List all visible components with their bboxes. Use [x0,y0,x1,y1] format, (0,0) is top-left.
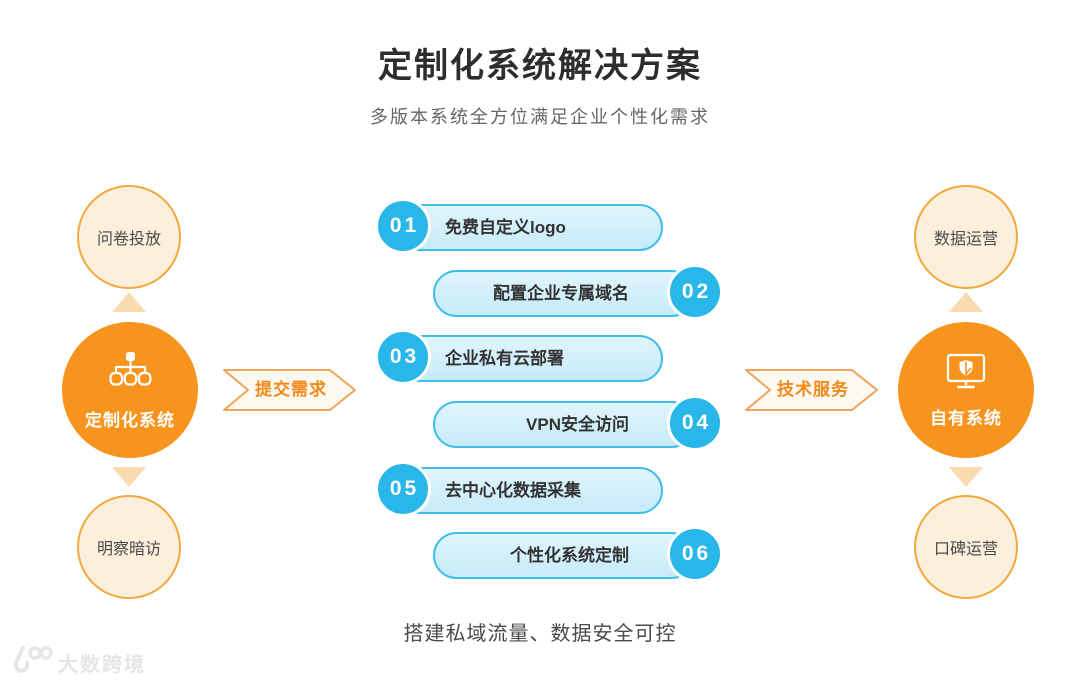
feature-label: 配置企业专属域名 [493,284,629,303]
feature-num-badge: 05 [375,461,431,517]
right-top-bubble: 数据运营 [914,185,1018,289]
left-bottom-bubble: 明察暗访 [77,495,181,599]
feature-pill-03: 03 企业私有云部署 [375,329,663,385]
left-top-bubble: 问卷投放 [77,185,181,289]
feature-num-badge: 01 [375,198,431,254]
feature-pill-05: 05 去中心化数据采集 [375,461,663,517]
left-main-bubble: 定制化系统 [62,322,198,458]
monitor-shield-icon [943,351,989,398]
left-arrow-up-icon [112,292,146,312]
feature-num-badge: 02 [667,264,723,320]
feature-pill-06: 06 个性化系统定制 [433,526,723,582]
left-arrow-down-icon [112,467,146,487]
watermark-100-logo-icon [10,644,54,681]
feature-num-badge: 06 [667,526,723,582]
footer-note: 搭建私域流量、数据安全可控 [403,623,677,645]
feature-num-badge: 03 [375,329,431,385]
feature-label: 去中心化数据采集 [445,481,581,500]
feature-pill-04: 04 VPN安全访问 [433,395,723,451]
submit-demand-label: 提交需求 [255,380,327,399]
page-subtitle: 多版本系统全方位满足企业个性化需求 [370,107,710,127]
right-main-bubble: 自有系统 [898,322,1034,458]
feature-label: 个性化系统定制 [510,546,629,565]
right-bottom-bubble-label: 口碑运营 [933,541,998,558]
feature-label: VPN安全访问 [526,415,629,434]
watermark-brand: 大数跨境 [58,654,146,676]
right-main-bubble-label: 自有系统 [930,409,1002,428]
page-title: 定制化系统解决方案 [378,47,702,85]
feature-label: 企业私有云部署 [445,349,564,368]
watermark: 大数跨境 [10,644,146,681]
left-bottom-bubble-label: 明察暗访 [96,541,161,558]
left-main-bubble-label: 定制化系统 [85,411,175,430]
feature-pill-02: 02 配置企业专属域名 [433,264,723,320]
tech-service-ribbon: 技术服务 [744,368,880,412]
feature-pill-01: 01 免费自定义logo [375,198,663,254]
sitemap-icon [107,349,153,400]
submit-demand-ribbon: 提交需求 [222,368,358,412]
feature-label: 免费自定义logo [445,218,566,237]
tech-service-label: 技术服务 [777,380,849,399]
right-arrow-up-icon [949,292,983,312]
right-arrow-down-icon [949,467,983,487]
ribbon-arrow-shape [745,369,878,411]
right-bottom-bubble: 口碑运营 [914,495,1018,599]
feature-num-badge: 04 [667,395,723,451]
right-top-bubble-label: 数据运营 [933,231,998,248]
left-top-bubble-label: 问卷投放 [96,231,161,248]
ribbon-arrow-shape [223,369,356,411]
